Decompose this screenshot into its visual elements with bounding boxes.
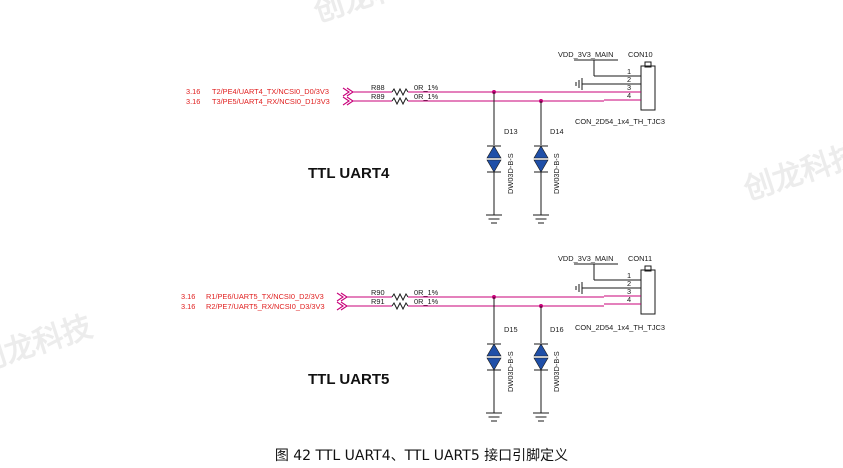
- diode-part-label: DW03D-B-S: [506, 153, 515, 194]
- sheet-ref: 3.16: [186, 87, 200, 96]
- sheet-ref: 3.16: [181, 292, 195, 301]
- power-net-label: VDD_3V3_MAIN: [558, 50, 613, 59]
- diode-ref: D13: [504, 127, 518, 136]
- connector-ref-label: CON11: [628, 254, 652, 263]
- connector-body: [640, 65, 656, 111]
- resistor-ref: R88: [371, 83, 385, 92]
- watermark-text: 创龙科技: [0, 309, 97, 380]
- pin-number: 1: [627, 271, 631, 280]
- uart4-block: VDD_3V3_MAIN CON10 1 2 3 4 CON_2D54_1x4_…: [186, 50, 665, 224]
- block-title: TTL UART4: [308, 165, 390, 182]
- block-title: TTL UART5: [308, 371, 389, 388]
- diode-ref: D14: [550, 127, 564, 136]
- sheet-ref: 3.16: [181, 302, 195, 311]
- resistor-ref: R91: [371, 297, 385, 306]
- resistor-ref: R90: [371, 288, 385, 297]
- signal-net-label: T3/PE5/UART4_RX/NCSI0_D1/3V3: [212, 97, 330, 106]
- watermark-text: 创龙科技: [739, 137, 843, 208]
- connector-body: [640, 269, 656, 315]
- pin-number: 3: [627, 83, 631, 92]
- diode-part-label: DW03D-B-S: [506, 351, 515, 392]
- pin-number: 4: [627, 295, 631, 304]
- diode-part-label: DW03D-B-S: [552, 351, 561, 392]
- diode-part-label: DW03D-B-S: [552, 153, 561, 194]
- power-net-label: VDD_3V3_MAIN: [558, 254, 613, 263]
- uart5-block: VDD_3V3_MAIN CON11 1 2 3 4 CON_2D54_1x4_…: [181, 254, 665, 422]
- pin-number: 2: [627, 279, 631, 288]
- connector-part-label: CON_2D54_1x4_TH_TJC3: [575, 323, 665, 332]
- signal-net-label: T2/PE4/UART4_TX/NCSI0_D0/3V3: [212, 87, 329, 96]
- resistor-ref: R89: [371, 92, 385, 101]
- watermark-text: 创龙科技: [309, 0, 435, 30]
- signal-net-label: R2/PE7/UART5_RX/NCSI0_D3/3V3: [206, 302, 325, 311]
- pin-number: 4: [627, 91, 631, 100]
- pin-number: 3: [627, 287, 631, 296]
- pin-number: 1: [627, 67, 631, 76]
- diode-ref: D15: [504, 325, 518, 334]
- connector-ref-label: CON10: [628, 50, 653, 59]
- diode-ref: D16: [550, 325, 564, 334]
- resistor-value: 0R_1%: [414, 83, 439, 92]
- resistor-value: 0R_1%: [414, 92, 439, 101]
- sheet-ref: 3.16: [186, 97, 200, 106]
- connector-part-label: CON_2D54_1x4_TH_TJC3: [575, 117, 665, 126]
- resistor-value: 0R_1%: [414, 297, 439, 306]
- resistor-value: 0R_1%: [414, 288, 439, 297]
- pin-number: 2: [627, 75, 631, 84]
- signal-net-label: R1/PE6/UART5_TX/NCSI0_D2/3V3: [206, 292, 324, 301]
- figure-caption: 图 42 TTL UART4、TTL UART5 接口引脚定义: [274, 448, 569, 464]
